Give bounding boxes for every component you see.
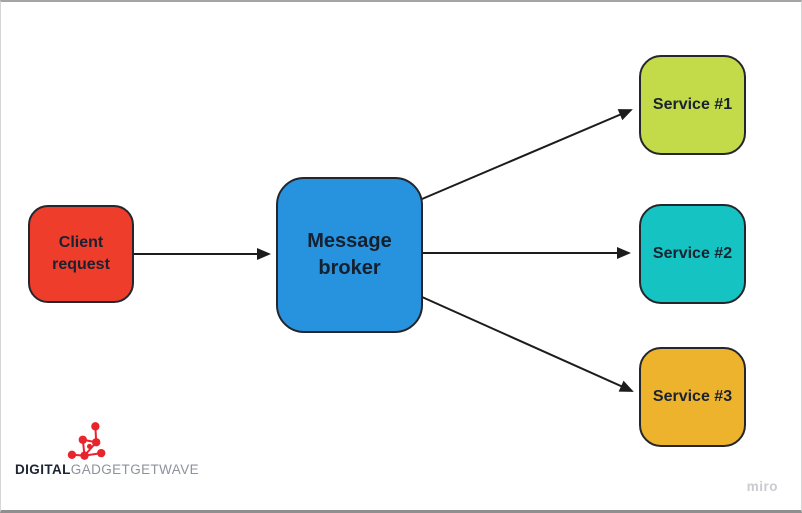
node-service-3: Service #3 (639, 347, 746, 447)
logo-wordmark-bold: DIGITAL (15, 462, 71, 477)
logo-wordmark-light: GADGETGETWAVE (70, 462, 200, 477)
logo-wordmark: DIGITALGADGETGETWAVE (15, 462, 275, 477)
node-service-2: Service #2 (639, 204, 746, 304)
arrow-broker-to-service3 (421, 296, 634, 392)
molecule-network-icon (67, 422, 106, 460)
miro-watermark: miro (746, 479, 778, 494)
node-message-broker: Message broker (276, 177, 423, 333)
node-client-request: Client request (28, 205, 134, 303)
node-service-1: Service #1 (639, 55, 746, 155)
arrow-broker-to-service1 (421, 109, 633, 200)
